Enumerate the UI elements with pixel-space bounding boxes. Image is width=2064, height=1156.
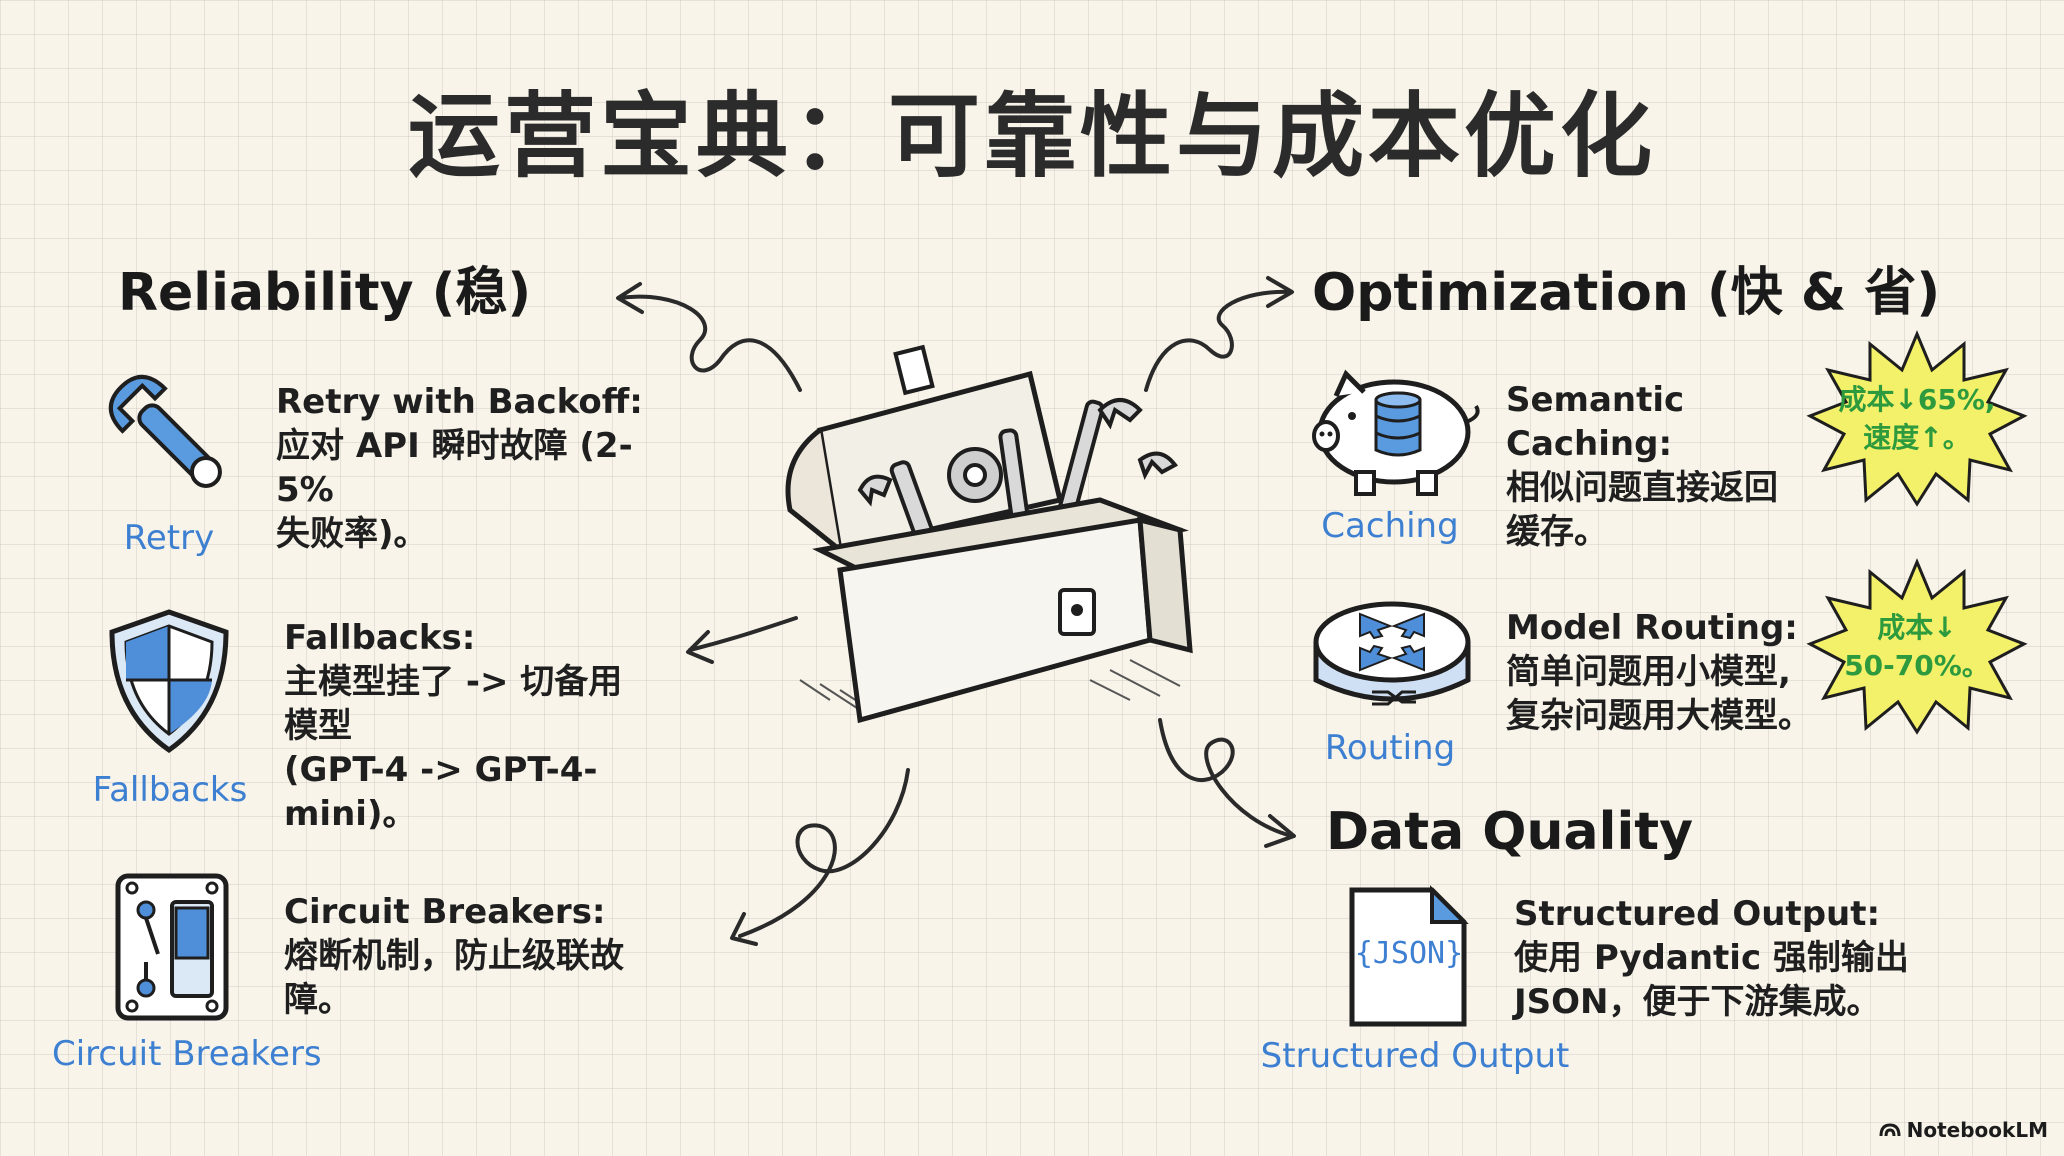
piggy-bank-icon	[1306, 366, 1486, 500]
structured-desc-line: 使用 Pydantic 强制输出	[1514, 938, 1909, 978]
routing-badge-line: 成本↓	[1877, 611, 1957, 644]
brand-watermark: NotebookLM	[1879, 1118, 2048, 1142]
retry-desc-line: 失败率)。	[276, 514, 428, 554]
fallbacks-description: Fallbacks: 主模型挂了 -> 切备用 模型 (GPT-4 -> GPT…	[284, 616, 704, 836]
structured-desc-line: JSON，便于下游集成。	[1514, 982, 1881, 1022]
caching-desc-line: 相似问题直接返回	[1506, 468, 1778, 508]
caching-desc-line: 缓存。	[1506, 512, 1608, 552]
caching-label: Caching	[1321, 506, 1459, 546]
structured-output-label: Structured Output	[1260, 1036, 1570, 1076]
caching-desc-line: Semantic Caching:	[1506, 380, 1685, 464]
notebooklm-logo-icon	[1879, 1123, 1901, 1137]
routing-description: Model Routing: 简单问题用小模型, 复杂问题用大模型。	[1506, 606, 1826, 738]
routing-desc-line: 简单问题用小模型,	[1506, 652, 1791, 692]
toolbox-icon	[760, 344, 1220, 744]
switch-icon	[114, 872, 230, 1026]
retry-desc-line: 应对 API 瞬时故障 (2-5%	[276, 426, 633, 510]
optimization-heading: Optimization (快 & 省)	[1312, 263, 1941, 323]
circuit-desc-line: 障。	[284, 980, 352, 1020]
circuit-desc-line: 熔断机制，防止级联故	[284, 936, 624, 976]
routing-savings-badge: 成本↓ 50-70%。	[1806, 558, 2028, 736]
structured-desc-line: Structured Output:	[1514, 894, 1881, 934]
retry-description: Retry with Backoff: 应对 API 瞬时故障 (2-5% 失败…	[276, 380, 676, 556]
routing-desc-line: 复杂问题用大模型。	[1506, 696, 1812, 736]
fallbacks-desc-line: 模型	[284, 706, 352, 746]
caching-savings-badge: 成本↓65%, 速度↑。	[1806, 330, 2028, 508]
router-icon	[1312, 592, 1472, 722]
caching-description: Semantic Caching: 相似问题直接返回 缓存。	[1506, 378, 1836, 554]
fallbacks-desc-line: 主模型挂了 -> 切备用	[284, 662, 623, 702]
circuit-desc-line: Circuit Breakers:	[284, 892, 606, 932]
fallbacks-desc-line: (GPT-4 -> GPT-4-mini)。	[284, 750, 598, 834]
circuit-breakers-label: Circuit Breakers	[52, 1034, 322, 1074]
structured-output-description: Structured Output: 使用 Pydantic 强制输出 JSON…	[1514, 892, 1934, 1024]
caching-badge-line: 成本↓65%,	[1838, 383, 1996, 416]
reliability-heading: Reliability (稳)	[118, 263, 532, 323]
shield-icon	[104, 606, 234, 760]
routing-desc-line: Model Routing:	[1506, 608, 1798, 648]
json-file-text: {JSON}	[1354, 936, 1464, 971]
retry-desc-line: Retry with Backoff:	[276, 382, 643, 422]
fallbacks-label: Fallbacks	[92, 770, 248, 810]
caching-badge-line: 速度↑。	[1863, 421, 1971, 454]
data-quality-heading: Data Quality	[1326, 802, 1694, 862]
circuit-breakers-description: Circuit Breakers: 熔断机制，防止级联故 障。	[284, 890, 704, 1022]
routing-badge-line: 50-70%。	[1844, 649, 1990, 682]
fallbacks-desc-line: Fallbacks:	[284, 618, 476, 658]
page-title: 运营宝典：可靠性与成本优化	[407, 83, 1656, 190]
routing-label: Routing	[1324, 728, 1456, 768]
brand-label: NotebookLM	[1906, 1118, 2048, 1142]
wrench-icon	[92, 358, 252, 522]
json-file-icon: {JSON}	[1346, 884, 1470, 1034]
retry-label: Retry	[123, 518, 215, 558]
